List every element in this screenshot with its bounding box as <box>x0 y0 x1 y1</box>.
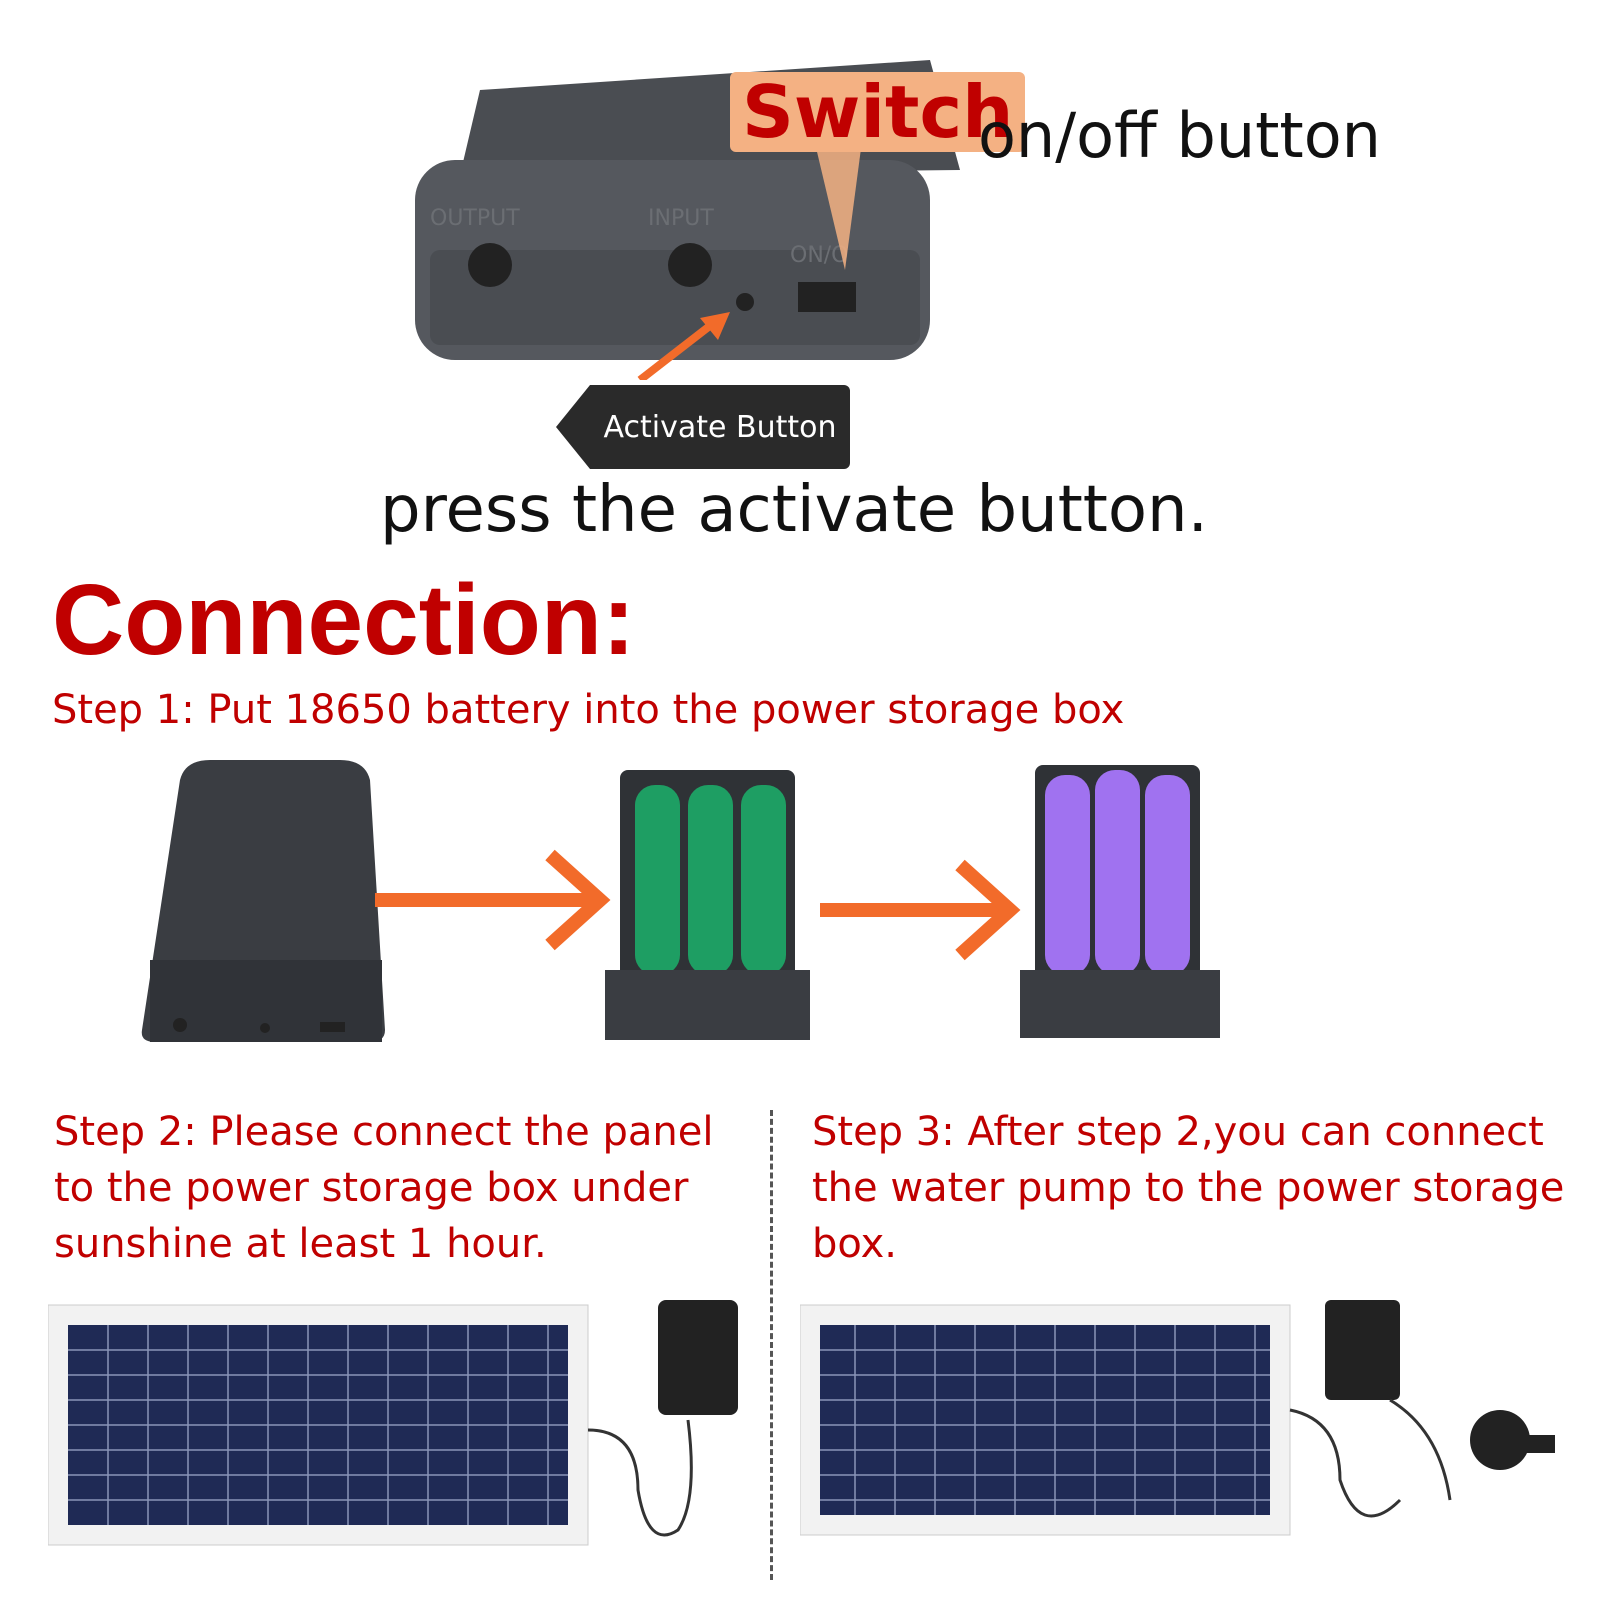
output-port-icon <box>468 243 512 287</box>
step2-text: Step 2: Please connect the panel to the … <box>54 1109 714 1267</box>
closed-storage-box-icon <box>141 760 385 1042</box>
storage-box-icon <box>658 1300 738 1415</box>
switch-description: on/off button <box>978 99 1381 172</box>
filled-battery-holder-icon <box>1020 765 1220 1038</box>
arrow-to-activate-icon <box>637 314 723 380</box>
step3-text: Step 3: After step 2,you can connect the… <box>812 1109 1565 1267</box>
cable-icon <box>1389 1398 1452 1501</box>
empty-battery-holder-icon <box>605 770 810 1040</box>
right-arrow-icon <box>375 849 611 951</box>
step-divider <box>770 1110 773 1580</box>
solar-panel-icon <box>48 1304 589 1546</box>
output-label: OUTPUT <box>430 206 520 231</box>
step1-text: Step 1: Put 18650 battery into the power… <box>52 687 1125 733</box>
battery-install-sequence <box>141 760 1220 1042</box>
cable-icon <box>1289 1408 1402 1518</box>
water-pump-icon <box>1470 1410 1555 1470</box>
input-port-icon <box>668 243 712 287</box>
panel-to-box-setup <box>48 1300 738 1546</box>
activate-button-tag: Activate Button <box>556 385 850 469</box>
onoff-label: ON/O <box>790 243 849 268</box>
storage-box-icon <box>1325 1300 1400 1400</box>
pump-setup <box>800 1300 1555 1536</box>
right-arrow-icon <box>820 859 1021 961</box>
input-label: INPUT <box>648 206 714 231</box>
connection-title: Connection: <box>52 564 636 676</box>
onoff-switch-icon <box>798 282 856 312</box>
cable-icon <box>587 1419 693 1537</box>
press-instruction: press the activate button. <box>380 473 1208 547</box>
activate-hole-icon <box>736 293 754 311</box>
switch-label: Switch <box>730 72 1026 152</box>
solar-panel-icon <box>800 1304 1291 1536</box>
activate-button-label: Activate Button <box>603 409 837 445</box>
